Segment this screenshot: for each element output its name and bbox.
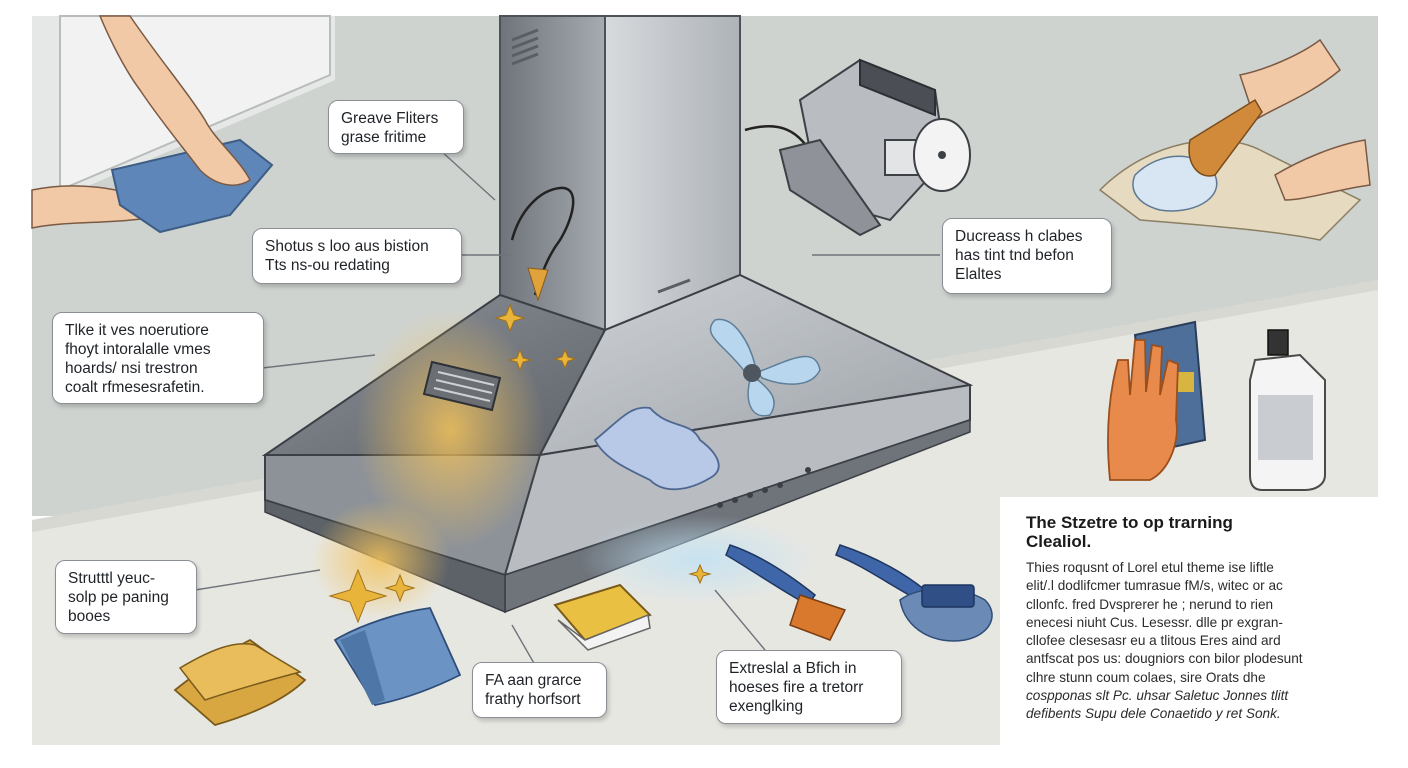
callout-text: Greave Fliters bbox=[341, 110, 439, 127]
grease-glow bbox=[310, 310, 545, 620]
callout-text: exenglking bbox=[729, 698, 804, 715]
power-cord bbox=[510, 186, 575, 296]
callout-text: FA aan grarce bbox=[485, 672, 582, 689]
info-body-line: cospponas slt Pc. uhsar Saletuc Jonnes t… bbox=[1026, 688, 1289, 704]
info-panel: The Stzetre to op trarning Clealiol. Thi… bbox=[1000, 497, 1378, 747]
callout-text: Tts ns-ou redating bbox=[265, 257, 390, 274]
callout-fa-grarce: FA aan grarce frathy horfsort bbox=[472, 662, 607, 718]
callout-text: has tint tnd befon bbox=[955, 247, 1074, 264]
fan-motor-icon bbox=[744, 58, 971, 237]
callout-text: Elaltes bbox=[955, 266, 1002, 283]
fan-blade-icon bbox=[709, 318, 821, 417]
callout-text: Strutttl yeuc- bbox=[68, 570, 155, 587]
info-body: Thies roqusnt of Lorel etul theme ise li… bbox=[1026, 559, 1378, 724]
info-body-line: antfscat pos us: dougniors con bilor plo… bbox=[1026, 651, 1303, 667]
info-title: The Stzetre to op trarning Clealiol. bbox=[1026, 513, 1378, 551]
callout-text: frathy horfsort bbox=[485, 691, 581, 708]
wiping-hands-icon bbox=[31, 15, 274, 234]
callout-text: coalt rfmesesrafetin. bbox=[65, 379, 205, 396]
callout-text: fhoyt intoralalle vmes bbox=[65, 341, 211, 358]
info-body-line: cllofee clesesasr eu a tlitous Eres aind… bbox=[1026, 633, 1281, 649]
steam-mist bbox=[580, 515, 820, 605]
callout-text: Tlke it ves noerutiore bbox=[65, 322, 209, 339]
callout-ducreass: Ducreass h clabes has tint tnd befon Ela… bbox=[942, 218, 1112, 294]
rubber-glove-icon bbox=[1107, 339, 1179, 481]
info-body-line: defibents Supu dele Conaetido y ret Sonk… bbox=[1026, 706, 1281, 722]
callout-grease-filters: Greave Fliters grase fritime bbox=[328, 100, 464, 154]
callout-tlike: Tlke it ves noerutiore fhoyt intoralalle… bbox=[52, 312, 264, 404]
info-body-line: elit/.l dodlifcmer tumrasue fM/s, witec … bbox=[1026, 578, 1283, 594]
callout-text: hoeses fire a tretorr bbox=[729, 679, 864, 696]
grease-filter-icon bbox=[422, 360, 502, 412]
callout-text: hoards/ nsi trestron bbox=[65, 360, 198, 377]
info-body-line: clhre stunn coum colaes, sire Orats dhe bbox=[1026, 669, 1266, 685]
info-body-line: enecesi niuht Cus. Lesessr. dlle pr exgr… bbox=[1026, 614, 1283, 630]
callout-text: Shotus s loo aus bistion bbox=[265, 238, 429, 255]
callout-text: grase fritime bbox=[341, 129, 427, 146]
cleaning-cloth-icon bbox=[593, 406, 720, 491]
info-title-line: The Stzetre to op trarning bbox=[1026, 513, 1233, 532]
callout-shotus: Shotus s loo aus bistion Tts ns-ou redat… bbox=[252, 228, 462, 284]
folded-cloth-blue-icon bbox=[333, 607, 462, 707]
info-body-line: Thies roqusnt of Lorel etul theme ise li… bbox=[1026, 560, 1274, 575]
info-body-line: cllonfc. fred Dvsprerer he ; nerund to r… bbox=[1026, 596, 1274, 612]
sponge-brush-icon bbox=[553, 583, 652, 651]
callout-structural: Strutttl yeuc- solp pe paning booes bbox=[55, 560, 197, 634]
callout-extresial: Extreslal a Bfich in hoeses fire a treto… bbox=[716, 650, 902, 724]
cleaner-bottle-icon bbox=[1249, 329, 1326, 491]
scrub-brush-icon bbox=[725, 544, 993, 642]
callout-leaders bbox=[194, 149, 940, 666]
callout-text: solp pe paning bbox=[68, 589, 169, 606]
callout-text: Ducreass h clabes bbox=[955, 228, 1083, 245]
sparkle-icon bbox=[328, 303, 712, 624]
folded-cloth-yellow-icon bbox=[173, 638, 307, 727]
callout-text: booes bbox=[68, 608, 111, 625]
info-title-line: Clealiol. bbox=[1026, 532, 1092, 551]
callout-text: Extreslal a Bfich in bbox=[729, 660, 857, 677]
scrubbing-hands-icon bbox=[1098, 38, 1371, 241]
